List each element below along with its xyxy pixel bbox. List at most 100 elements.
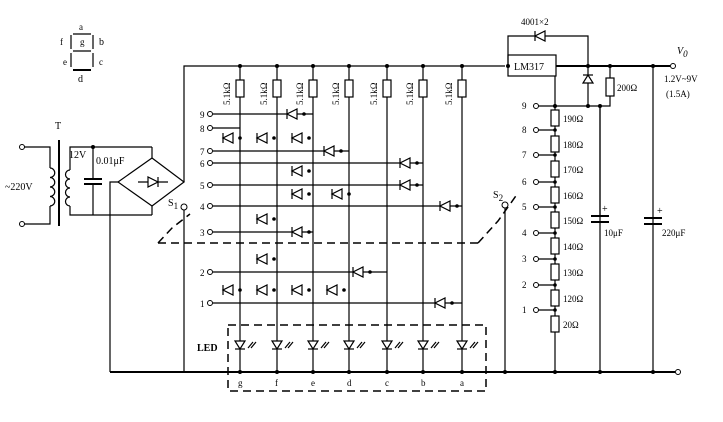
divider-resistor: 140Ω	[550, 237, 584, 255]
light-arrow-icon	[247, 341, 254, 349]
matrix-diode	[351, 266, 364, 278]
s1-position-label: 1	[200, 299, 205, 309]
led-segment-label: c	[385, 378, 389, 388]
s2-position-3[interactable]: 3	[522, 254, 557, 264]
s1-position-6[interactable]: 6	[200, 159, 213, 169]
led-package-outline	[227, 324, 487, 392]
resistor-5k1	[308, 79, 318, 98]
segment-column-a: 5.1kΩ	[444, 64, 467, 374]
matrix-diode	[255, 213, 268, 225]
resistor-value: 5.1kΩ	[331, 82, 341, 105]
svg-text:+: +	[602, 204, 608, 215]
s1-position-2[interactable]: 2	[200, 268, 213, 278]
divider-resistor: 170Ω	[550, 160, 584, 178]
light-arrow-icon	[430, 341, 437, 349]
switch-s2[interactable]: S2	[493, 190, 509, 374]
led-label: LED	[197, 343, 218, 354]
s1-position-3[interactable]: 3	[200, 228, 213, 238]
light-arrow-icon	[469, 341, 476, 349]
resistor-value: 5.1kΩ	[444, 82, 454, 105]
s1-position-4[interactable]: 4	[200, 202, 213, 212]
ac-input-terminal-top[interactable]	[19, 144, 25, 150]
matrix-diode	[330, 188, 343, 200]
segment-column-e: 5.1kΩ	[295, 64, 318, 374]
filter-capacitor-value: 0.01μF	[96, 156, 125, 167]
s1-position-label: 7	[200, 147, 205, 157]
matrix-diode	[221, 284, 234, 296]
led-segment-d: d	[342, 340, 366, 388]
led-segment-f: f	[270, 340, 294, 388]
segment-column-f: 5.1kΩ	[259, 64, 282, 374]
s1-position-5[interactable]: 5	[200, 181, 213, 191]
s2-position-5[interactable]: 5	[522, 202, 557, 212]
s2-position-6[interactable]: 6	[522, 177, 557, 187]
matrix-diode	[290, 284, 303, 296]
s2-position-9[interactable]: 9	[522, 101, 557, 111]
secondary-coil	[64, 169, 71, 207]
led-segment-label: f	[275, 378, 278, 388]
switch-s1[interactable]: S1	[168, 198, 188, 372]
divider-resistor: 180Ω	[550, 135, 584, 153]
matrix-diode	[433, 297, 446, 309]
matrix-diode	[290, 188, 303, 200]
divider-resistor-value: 120Ω	[563, 294, 584, 304]
led-segment-label: b	[421, 378, 426, 388]
matrix-diode	[438, 200, 451, 212]
legend-a: a	[79, 22, 83, 32]
divider-ladder: 9 8 7 6 5 4 3 2 1 190Ω 180Ω 170Ω 160Ω 150Ω 140Ω 130Ω 120…	[522, 101, 584, 374]
matrix-diode	[322, 145, 335, 157]
output-terminal-vo[interactable]	[670, 63, 676, 69]
s1-position-1[interactable]: 1	[200, 299, 213, 309]
divider-resistor: 130Ω	[550, 263, 584, 281]
s2-position-1[interactable]: 1	[522, 305, 557, 315]
led-segment-label: a	[460, 378, 464, 388]
ic-label: LM317	[514, 62, 544, 73]
legend-d: d	[78, 74, 83, 85]
matrix-diode	[325, 284, 338, 296]
resistor-5k1	[418, 79, 428, 98]
output-terminal-ground[interactable]	[675, 369, 681, 375]
primary-coil	[49, 167, 56, 207]
primary-voltage: ~220V	[5, 182, 33, 193]
matrix-diode	[255, 284, 268, 296]
bypass-diode-label: 4001×2	[521, 17, 549, 27]
legend-g: g	[80, 37, 85, 47]
s2-position-2[interactable]: 2	[522, 280, 557, 290]
capacitor-10uf-value: 10μF	[604, 228, 623, 238]
s1-position-7[interactable]: 7	[200, 147, 213, 157]
divider-resistor-value: 160Ω	[563, 191, 584, 201]
divider-resistor: 190Ω	[550, 109, 584, 127]
matrix-diode	[290, 165, 303, 177]
divider-resistor-value: 190Ω	[563, 114, 584, 124]
s2-position-4[interactable]: 4	[522, 228, 557, 238]
s1-position-8[interactable]: 8	[200, 124, 213, 134]
legend-f: f	[60, 37, 63, 47]
bridge-rectifier	[109, 65, 505, 372]
light-arrow-icon	[356, 341, 363, 349]
matrix-diode	[398, 179, 411, 191]
capacitor-10uf: + 10μF	[591, 106, 623, 374]
s2-position-8[interactable]: 8	[522, 125, 557, 135]
led-segment-label: e	[311, 378, 315, 388]
gang-linkage-s1	[157, 213, 191, 244]
segment-column-b: 5.1kΩ	[405, 64, 428, 374]
s2-position-label: 2	[522, 280, 527, 290]
divider-resistor: 120Ω	[550, 289, 584, 307]
led-segment-a: a	[455, 340, 479, 388]
ac-input-terminal-bottom[interactable]	[19, 221, 25, 227]
resistor-value: 5.1kΩ	[222, 82, 232, 105]
s1-position-label: 4	[200, 202, 205, 212]
transformer: T ~220V 12V	[5, 121, 152, 227]
output-current: (1.5A)	[666, 89, 690, 99]
resistor-5k1	[344, 79, 354, 98]
resistor-5k1	[382, 79, 392, 98]
segment-column-g: 5.1kΩ	[222, 64, 245, 374]
s1-position-9[interactable]: 9	[200, 110, 213, 120]
divider-resistor-value: 150Ω	[563, 216, 584, 226]
s2-position-7[interactable]: 7	[522, 150, 557, 160]
matrix-diode	[290, 132, 303, 144]
divider-resistor-value: 140Ω	[563, 242, 584, 252]
divider-resistor-value: 130Ω	[563, 268, 584, 278]
